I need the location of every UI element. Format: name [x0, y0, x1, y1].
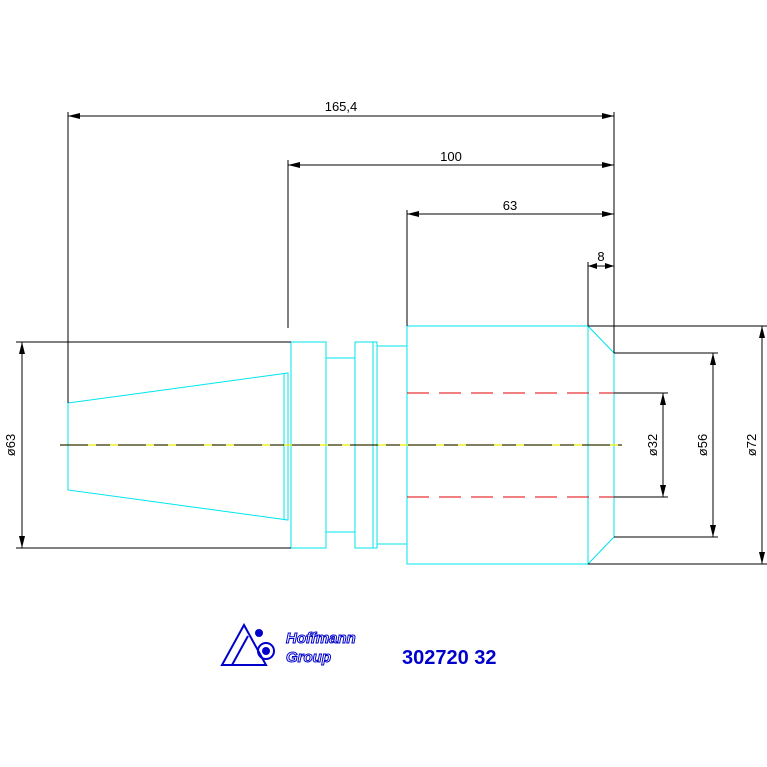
- logo-line-2: Group: [286, 649, 331, 666]
- logo-line-1: Hoffmann: [286, 630, 356, 647]
- dim-dia-56: ø56: [695, 434, 710, 456]
- dim-length-8: 8: [597, 249, 604, 264]
- dim-dia-63: ø63: [3, 434, 18, 456]
- dim-dia-32: ø32: [645, 434, 660, 456]
- vertical-dimension-arrows: [19, 326, 765, 564]
- hidden-bore: [407, 392, 614, 498]
- hoffmann-group-logo: Hoffmann Group: [220, 622, 356, 667]
- dimension-arrows: [68, 113, 614, 269]
- dim-length-100: 100: [440, 149, 462, 164]
- dim-dia-72: ø72: [744, 434, 759, 456]
- vertical-dimension-lines: [16, 325, 767, 565]
- dim-length-63: 63: [503, 198, 517, 213]
- part-number: 302720 32: [402, 647, 497, 669]
- taper-shank: [67, 372, 289, 521]
- dim-total-length: 165,4: [325, 99, 358, 114]
- dimension-lines: [67, 112, 615, 403]
- logo-mark-icon: [220, 622, 275, 666]
